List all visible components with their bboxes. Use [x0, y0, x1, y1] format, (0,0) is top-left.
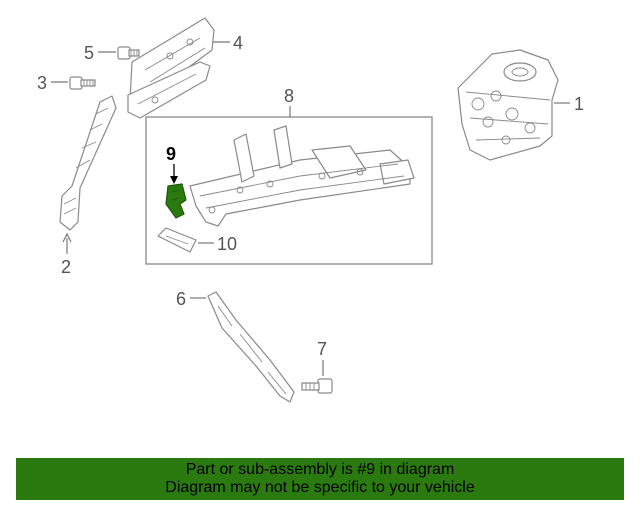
- part-5-bolt[interactable]: [117, 46, 140, 60]
- callout-5[interactable]: 5: [84, 43, 94, 63]
- banner-line-1: Part or sub-assembly is #9 in diagram: [185, 461, 455, 478]
- callout-3[interactable]: 3: [37, 73, 47, 93]
- part-10-plate[interactable]: [157, 227, 197, 253]
- callout-8[interactable]: 8: [284, 86, 294, 106]
- callout-1[interactable]: 1: [574, 94, 584, 114]
- callout-7[interactable]: 7: [317, 339, 327, 359]
- part-2-side-rail[interactable]: [59, 95, 117, 231]
- callout-10[interactable]: 10: [217, 234, 237, 254]
- callout-4[interactable]: 4: [233, 33, 243, 53]
- part-4-apron-reinforcement[interactable]: [127, 17, 215, 119]
- part-3-bolt[interactable]: [69, 76, 96, 90]
- callout-9[interactable]: 9: [166, 144, 176, 164]
- leader-9-arrowhead: [170, 176, 178, 184]
- part-7-bolt[interactable]: [301, 378, 333, 394]
- parts-diagram: 4 5 3 2 1 8: [37, 17, 584, 403]
- part-8-frame: [189, 125, 415, 227]
- part-8-frame-box[interactable]: [145, 116, 433, 265]
- callout-2[interactable]: 2: [61, 257, 71, 277]
- part-9-bracket-highlighted[interactable]: [165, 183, 187, 219]
- part-1-wheelhouse[interactable]: [457, 49, 559, 161]
- part-6-lower-rail[interactable]: [207, 291, 295, 403]
- callout-6[interactable]: 6: [176, 289, 186, 309]
- info-banner: Part or sub-assembly is #9 in diagram Di…: [16, 458, 624, 500]
- banner-line-2: Diagram may not be specific to your vehi…: [165, 479, 475, 496]
